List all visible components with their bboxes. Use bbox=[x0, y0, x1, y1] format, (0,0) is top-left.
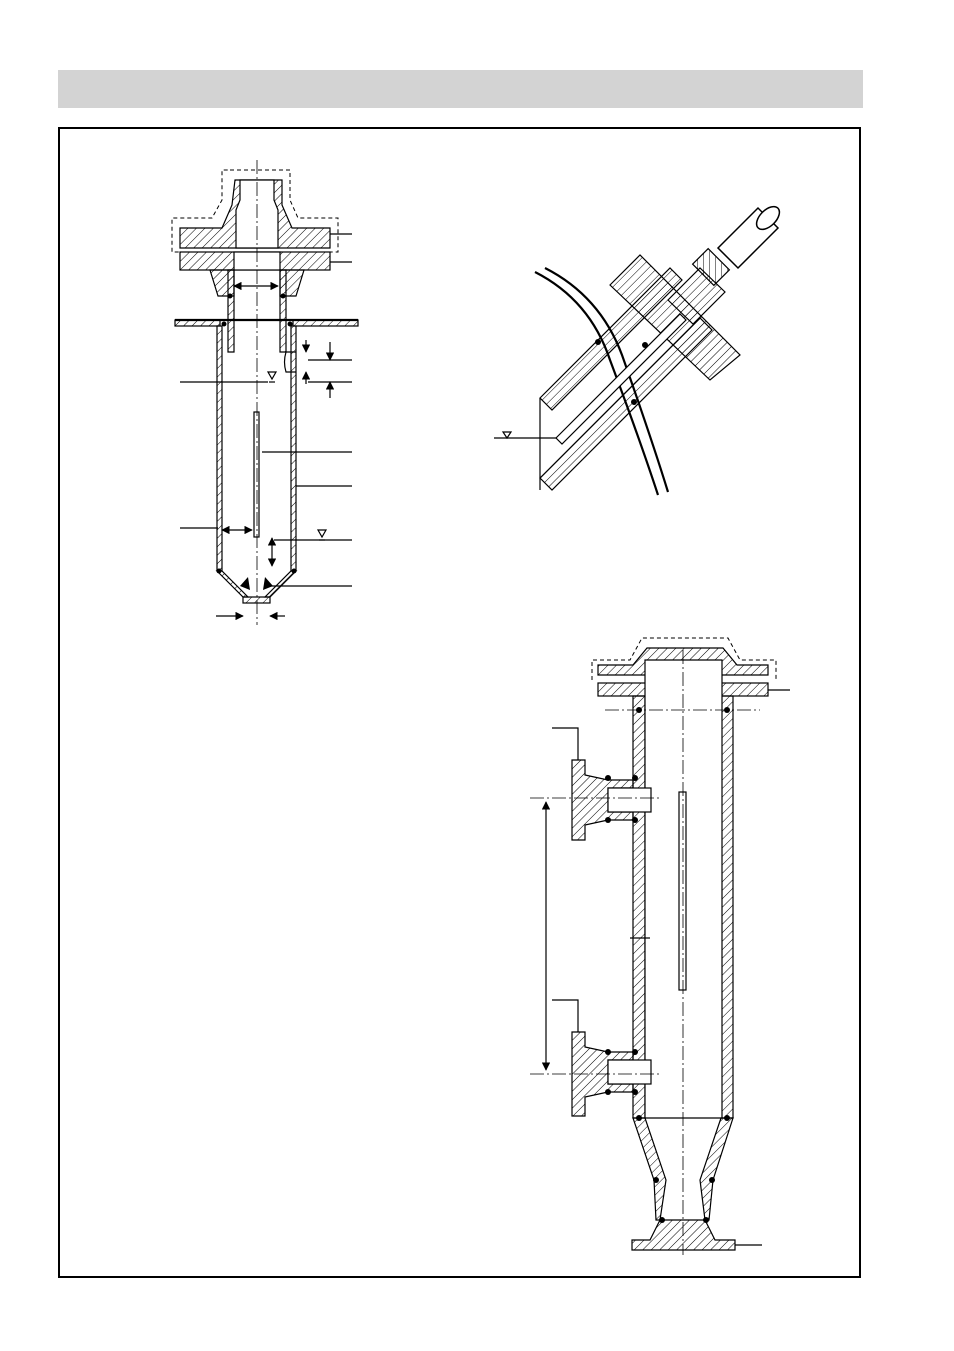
angled-probe-figure bbox=[494, 205, 781, 496]
bypass-vessel-figure bbox=[530, 637, 790, 1255]
header-bar bbox=[58, 70, 863, 108]
drawing-frame bbox=[58, 127, 861, 1278]
left-vessel-figure bbox=[171, 160, 359, 625]
